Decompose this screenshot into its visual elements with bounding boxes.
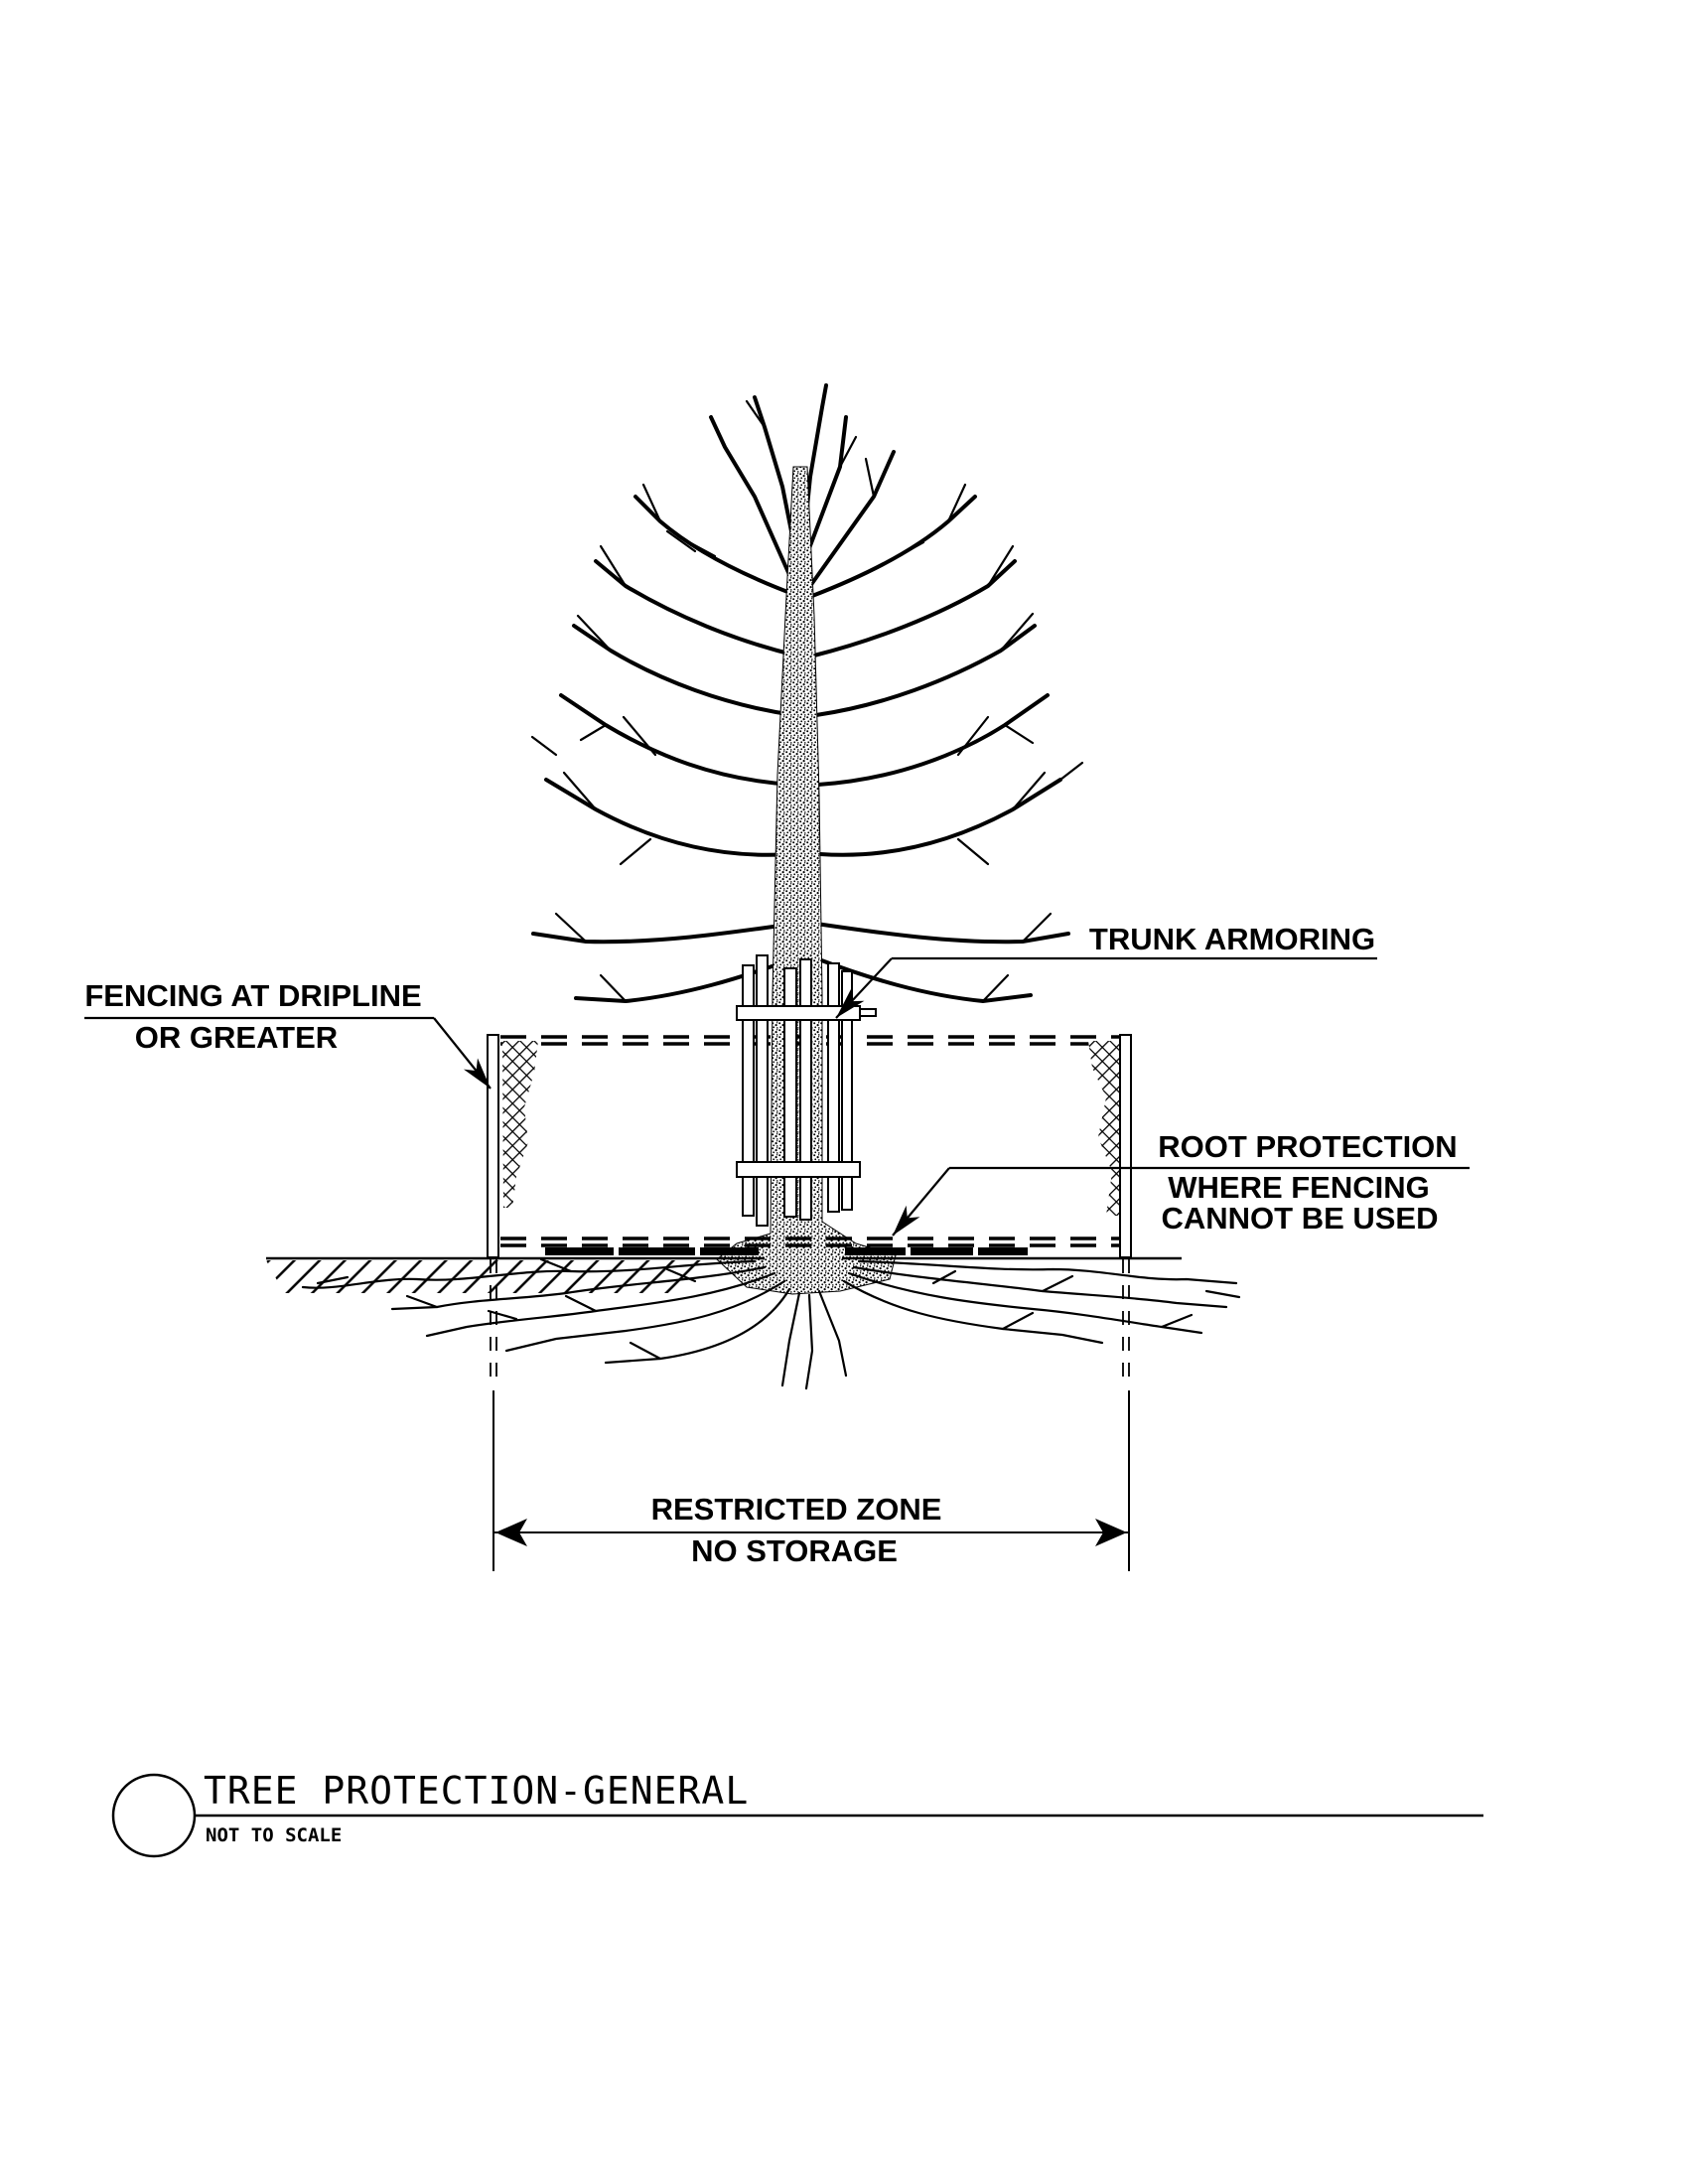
tree-trunk xyxy=(716,466,897,1295)
fencing-label-line2: OR GREATER xyxy=(135,1020,338,1055)
fencing-label-line1: FENCING AT DRIPLINE xyxy=(84,978,421,1013)
restricted-zone-dimension xyxy=(492,1390,1130,1571)
restricted-zone-label-line2: NO STORAGE xyxy=(691,1533,898,1568)
scale-note: NOT TO SCALE xyxy=(206,1824,342,1846)
fence-left xyxy=(487,1034,538,1379)
root-protection-label-line2: WHERE FENCING xyxy=(1168,1170,1430,1205)
leader-trunk-armoring xyxy=(835,956,1377,1019)
trunk-armoring-label: TRUNK ARMORING xyxy=(1089,922,1375,956)
fence-post-right xyxy=(1119,1034,1132,1258)
title-block: TREE PROTECTION-GENERAL NOT TO SCALE xyxy=(111,1769,1483,1858)
trunk-armoring-slats xyxy=(742,954,853,1227)
root-protection-label-line3: CANNOT BE USED xyxy=(1161,1201,1438,1236)
fence-fabric-right xyxy=(1088,1041,1120,1216)
detail-title: TREE PROTECTION-GENERAL xyxy=(204,1769,749,1813)
fence-right xyxy=(1088,1034,1132,1379)
root-system xyxy=(301,1257,1241,1390)
restricted-zone-label-line1: RESTRICTED ZONE xyxy=(651,1492,942,1527)
dim-arrow-right xyxy=(1095,1519,1127,1546)
root-protection-dashed-line xyxy=(500,1237,1120,1247)
root-protection-label-line1: ROOT PROTECTION xyxy=(1158,1129,1457,1164)
detail-bubble xyxy=(111,1773,197,1858)
leader-root-protection xyxy=(892,1166,1470,1237)
leader-fencing xyxy=(84,1016,492,1090)
fence-fabric-left xyxy=(502,1041,538,1208)
tree-branches xyxy=(531,383,1070,1004)
fence-post-left xyxy=(487,1034,499,1258)
dim-arrow-left xyxy=(495,1519,527,1546)
tree-twigs xyxy=(530,399,1084,1003)
tree-illustration xyxy=(530,383,1084,1295)
